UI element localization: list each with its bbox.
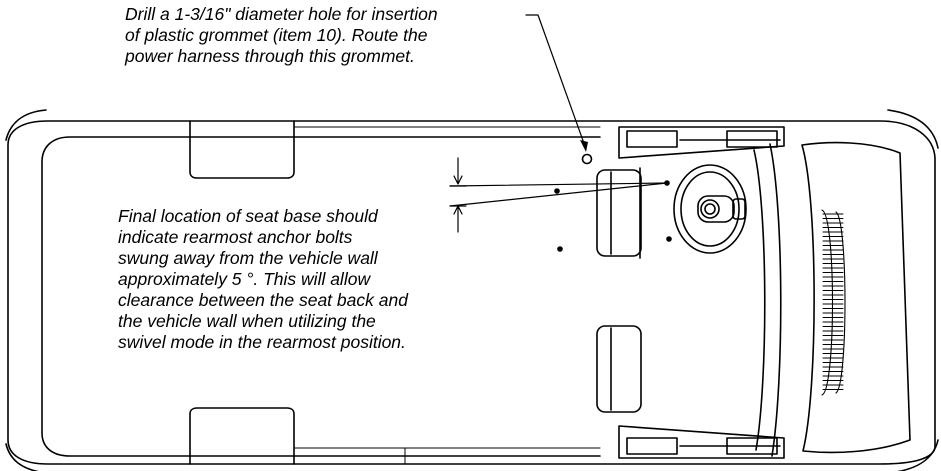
dashboard-outline [801, 141, 911, 454]
grommet-note-line: of plastic grommet (item 10). Route the [125, 25, 428, 45]
angle-dimension-arrow-top [453, 157, 463, 185]
seat-base-note-line: Final location of seat base should [118, 206, 378, 226]
seat-base-note-line: clearance between the seat back and [118, 290, 408, 310]
wheel-well-bottom [189, 407, 295, 465]
rear-bumper-top [5, 109, 47, 141]
cab-bulkhead [753, 143, 782, 457]
rear-bumper-bottom [5, 443, 40, 471]
seat-base-note-line: indicate rearmost anchor bolts [118, 227, 353, 247]
dashboard-vent-grille [821, 209, 846, 396]
door-step-top [618, 126, 785, 159]
grommet-note-line: Drill a 1-3/16" diameter hole for insert… [125, 4, 438, 24]
seat-base-note: Final location of seat base should indic… [118, 206, 408, 353]
steering-wheel-rim [673, 164, 747, 254]
wheel-well-top [189, 120, 295, 179]
grommet-leader-arrowhead [580, 140, 588, 152]
grommet-hole [581, 153, 593, 165]
driver-seat [639, 164, 747, 259]
anchor-bolt-rear-top [554, 188, 560, 194]
grommet-note-line: power harness through this grommet. [125, 46, 415, 66]
seat-base-note-line: swung away from the vehicle wall [118, 248, 378, 268]
seat-base-note-line: swivel mode in the rearmost position. [118, 332, 406, 352]
passenger-seat-top [596, 169, 642, 257]
angle-rotated-line [449, 182, 668, 207]
anchor-bolt-rear-bottom [557, 246, 563, 252]
anchor-bolt-front-bottom [666, 236, 672, 242]
grommet-leader-line [525, 14, 587, 150]
grommet-note: Drill a 1-3/16" diameter hole for insert… [125, 4, 438, 67]
anchor-bolts [554, 180, 672, 252]
floor-seam-bottom [293, 447, 601, 465]
seat-base-note-line: the vehicle wall when utilizing the [118, 311, 376, 331]
front-bumper-top [887, 109, 939, 149]
angle-reference-line [449, 182, 668, 187]
interior-wall-line [41, 136, 601, 457]
angle-dimension-ticks [449, 185, 467, 207]
front-bumper-bottom [896, 439, 939, 471]
vehicle-body-outline [7, 120, 936, 465]
door-step-bottom [618, 425, 785, 459]
passenger-seat-bottom [596, 325, 642, 413]
dashboard-vent-slats [822, 213, 844, 390]
angle-dimension-arrow-bottom [453, 205, 463, 233]
seat-base-note-line: approximately 5 °. This will allow [118, 269, 371, 289]
